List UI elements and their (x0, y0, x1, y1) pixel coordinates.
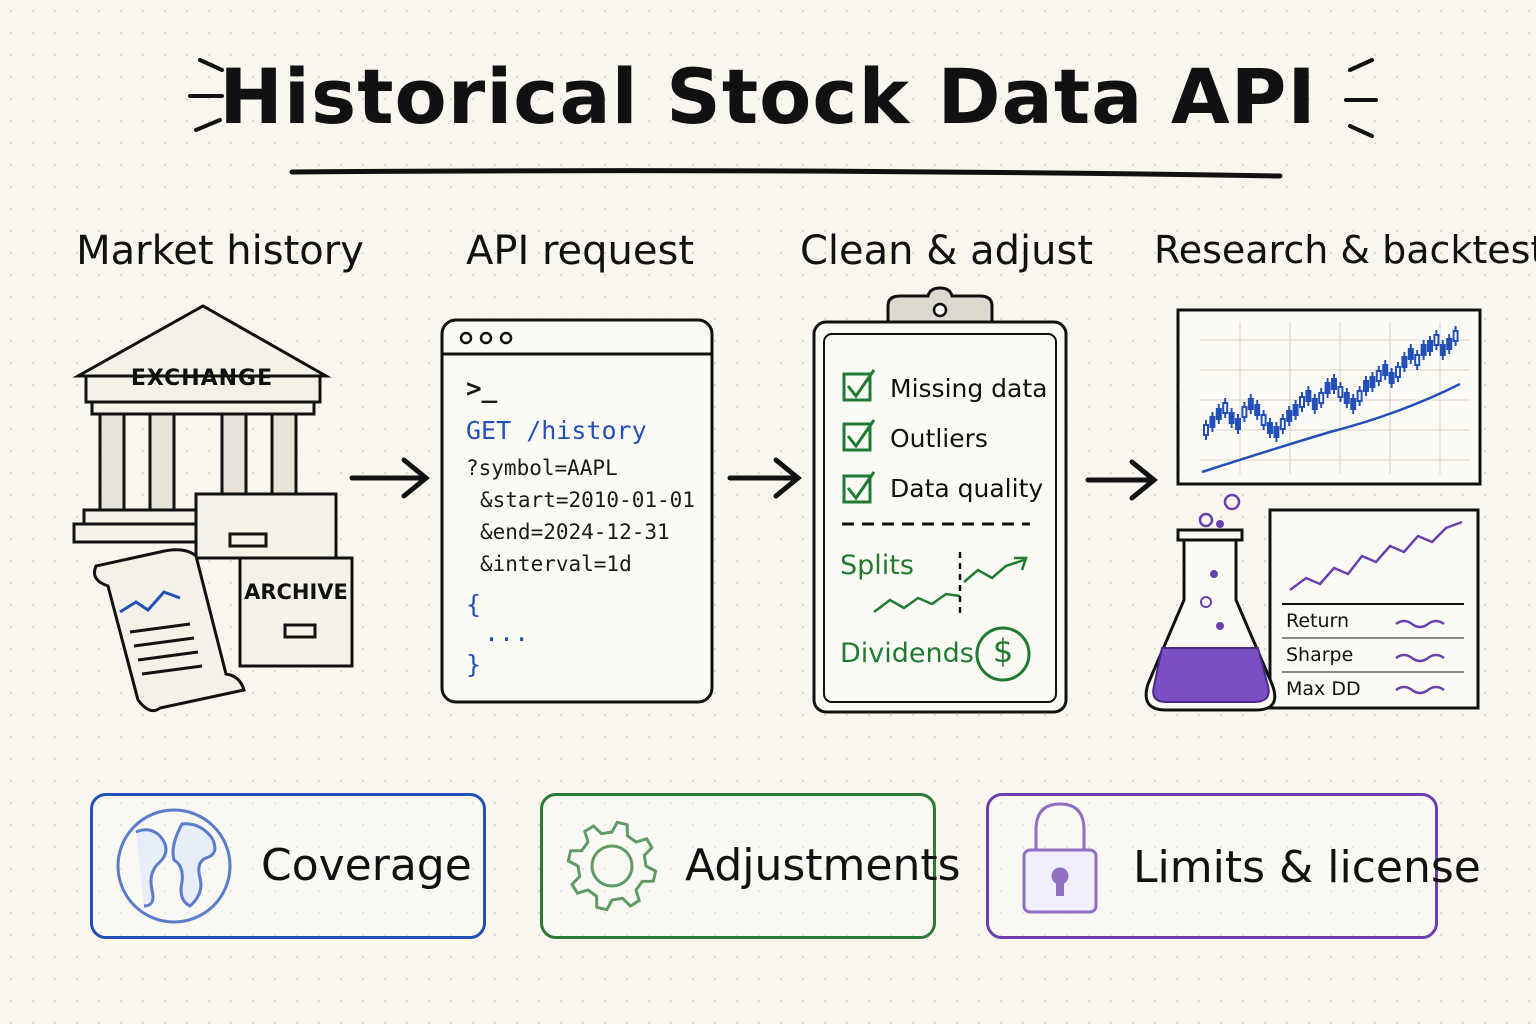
emphasis-marks-right (1344, 58, 1378, 138)
page-title: Historical Stock Data API (219, 52, 1317, 141)
candle-body (1318, 392, 1325, 404)
check-missing-data: Missing data (890, 374, 1048, 403)
check-outliers: Outliers (890, 424, 988, 453)
step-label-api-request: API request (465, 228, 695, 274)
candle-body (1331, 378, 1337, 390)
checkbox-icons (842, 369, 876, 504)
candle-body (1343, 392, 1350, 404)
card-coverage[interactable]: Coverage (90, 793, 486, 939)
dollar-icon (975, 626, 1031, 682)
splits-label: Splits (840, 550, 914, 581)
metric-return: Return (1286, 610, 1350, 632)
candle-body (1420, 344, 1427, 356)
candle-body (1273, 426, 1280, 438)
flow-arrow-3 (1085, 459, 1158, 501)
request-param-interval: &interval=1d (480, 552, 632, 576)
candle-body (1260, 414, 1267, 426)
candle-body (1395, 366, 1401, 378)
step-label-research-backtest: Research & backtest (1154, 228, 1536, 272)
card-adjustments-label: Adjustments (685, 840, 961, 891)
candle-body (1311, 398, 1318, 410)
flow-arrow-2 (727, 457, 802, 499)
card-limits-license[interactable]: Limits & license (986, 793, 1481, 939)
flow-arrow-1 (349, 457, 430, 499)
candle-body (1203, 424, 1209, 436)
candle-body (1292, 404, 1299, 416)
gear-icon (566, 820, 658, 912)
candle-body (1222, 402, 1229, 414)
candle-body (1241, 406, 1248, 418)
globe-icon (116, 808, 232, 924)
metric-sharpe: Sharpe (1286, 644, 1354, 666)
request-param-end: &end=2024-12-31 (480, 520, 670, 544)
candle-body (1414, 354, 1421, 366)
candle-body (1369, 376, 1376, 388)
lock-icon (1022, 802, 1098, 914)
card-adjustments[interactable]: Adjustments (540, 793, 961, 939)
step-label-market-history: Market history (76, 228, 364, 274)
candle-body (1215, 408, 1222, 420)
candle-body (1235, 418, 1241, 430)
request-param-symbol: ?symbol=AAPL (466, 456, 618, 480)
emphasis-marks-left (188, 58, 224, 132)
exchange-sign: EXCHANGE (130, 366, 274, 391)
archive-boxes-icon (194, 492, 354, 668)
candle-body (1427, 340, 1433, 352)
response-open-brace: { (466, 590, 482, 619)
candle-body (1324, 382, 1331, 394)
card-limits-license-label: Limits & license (1133, 842, 1481, 893)
response-ellipsis: ... (484, 618, 530, 647)
candle-body (1439, 344, 1446, 356)
candle-body (1299, 396, 1305, 408)
splits-chart-icon (873, 552, 1028, 614)
terminal-window (440, 318, 714, 704)
candle-body (1356, 390, 1363, 402)
dollar-symbol: $ (992, 632, 1014, 670)
candle-body (1375, 370, 1382, 382)
candle-body (1363, 380, 1369, 392)
candle-body (1286, 410, 1293, 422)
terminal-prompt: >_ (466, 374, 498, 404)
step-label-clean-adjust: Clean & adjust (800, 228, 1094, 274)
candle-body (1388, 372, 1395, 384)
check-data-quality: Data quality (890, 474, 1044, 503)
title-underline (289, 168, 1283, 179)
response-close-brace: } (466, 650, 482, 679)
candle-body (1337, 386, 1344, 398)
candle-body (1254, 404, 1261, 416)
candle-body (1452, 330, 1459, 342)
candle-body (1228, 412, 1235, 424)
candle-body (1446, 338, 1453, 350)
candle-body (1433, 334, 1440, 346)
candle-body (1209, 416, 1216, 428)
request-method-line: GET /history (466, 416, 647, 445)
candlestick-chart (1176, 308, 1482, 486)
request-param-start: &start=2010-01-01 (480, 488, 695, 512)
candle-body (1247, 398, 1254, 410)
archive-label: ARCHIVE (244, 580, 348, 604)
scroll-document-icon (93, 548, 246, 713)
candle-body (1382, 364, 1389, 376)
dividends-label: Dividends (840, 638, 974, 669)
performance-chart (1268, 508, 1480, 710)
candle-body (1401, 356, 1408, 368)
candle-body (1407, 348, 1414, 360)
candle-body (1267, 422, 1273, 434)
card-coverage-label: Coverage (261, 840, 472, 891)
candle-body (1305, 390, 1312, 402)
candle-body (1350, 398, 1357, 410)
metric-max-dd: Max DD (1286, 678, 1361, 700)
clipboard (812, 286, 1068, 714)
flask-icon (1144, 493, 1277, 712)
candle-body (1279, 418, 1286, 430)
